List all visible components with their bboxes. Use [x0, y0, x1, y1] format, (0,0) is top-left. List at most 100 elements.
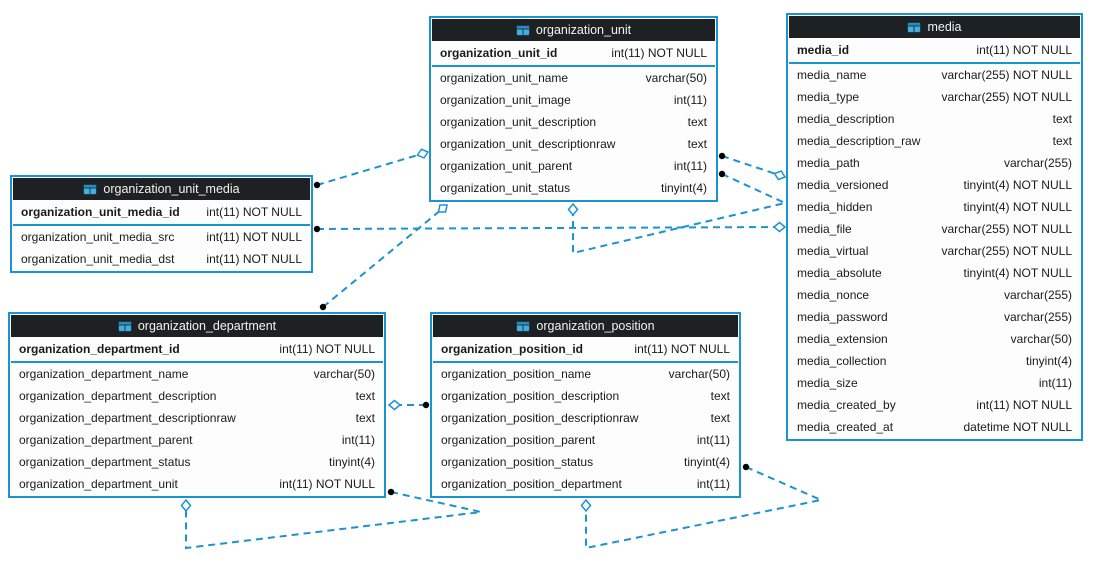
relation-diamond-endpoint	[180, 498, 192, 513]
column-row: media_type varchar(255) NOT NULL	[789, 86, 1080, 108]
rel-position-to-department[interactable]	[387, 399, 430, 411]
column-type: varchar(255)	[1003, 310, 1072, 324]
column-row: media_description_raw text	[789, 130, 1080, 152]
column-type: tinyint(4) NOT NULL	[963, 178, 1072, 192]
column-type: text	[355, 389, 375, 403]
column-name: organization_department_status	[19, 455, 191, 469]
table-header-organization_unit_media[interactable]: organization_unit_media	[13, 178, 310, 200]
relation-line[interactable]	[316, 151, 429, 186]
column-name: media_extension	[797, 332, 888, 346]
column-name: organization_position_department	[441, 477, 622, 491]
column-type: text	[710, 389, 730, 403]
table-header-organization_department[interactable]: organization_department	[11, 315, 383, 337]
relation-dot-endpoint	[319, 303, 327, 311]
relation-line[interactable]	[585, 466, 825, 550]
column-name: organization_department_description	[19, 389, 217, 403]
rel-unit-media-to-unit[interactable]	[313, 148, 430, 189]
table-organization_department[interactable]: organization_department organization_depa…	[8, 312, 386, 498]
rel-unit-self[interactable]	[567, 170, 789, 255]
column-name: organization_department_descriptionraw	[19, 411, 236, 425]
relation-dot-endpoint	[742, 463, 750, 471]
relation-dot-endpoint	[422, 401, 430, 409]
column-name: organization_unit_media_src	[21, 230, 175, 244]
rel-unit-media-to-media[interactable]	[313, 221, 787, 233]
column-name: organization_unit_description	[440, 115, 597, 129]
rel-unit-to-media[interactable]	[718, 152, 787, 181]
column-name: organization_department_name	[19, 367, 189, 381]
column-row: organization_department_name varchar(50)	[11, 363, 383, 385]
relation-dot-endpoint	[718, 170, 726, 178]
table-title: organization_position	[536, 319, 655, 333]
column-type: int(11)	[341, 433, 375, 447]
table-icon	[83, 183, 98, 195]
column-type: tinyint(4)	[683, 455, 730, 469]
rel-department-self[interactable]	[180, 488, 482, 550]
column-name: organization_unit_parent	[440, 159, 573, 173]
table-organization_unit_media[interactable]: organization_unit_media organization_unit…	[10, 175, 313, 273]
relation-dot-endpoint	[313, 181, 321, 189]
column-type: varchar(50)	[1010, 332, 1072, 346]
column-name: media_absolute	[797, 266, 882, 280]
column-name: organization_position_description	[441, 389, 620, 403]
column-name: media_description_raw	[797, 134, 921, 148]
column-name: media_id	[797, 43, 850, 57]
column-type: int(11) NOT NULL	[634, 342, 730, 356]
column-type: text	[710, 411, 730, 425]
table-header-organization_unit[interactable]: organization_unit	[432, 19, 715, 41]
table-title: organization_unit	[535, 23, 632, 37]
table-header-organization_position[interactable]: organization_position	[433, 315, 738, 337]
column-type: varchar(255) NOT NULL	[941, 222, 1073, 236]
column-name: organization_unit_image	[440, 93, 571, 107]
column-type: text	[687, 137, 707, 151]
relation-diamond-endpoint	[416, 148, 430, 159]
column-name: organization_unit_status	[440, 181, 571, 195]
relation-diamond-endpoint	[773, 170, 787, 181]
table-header-media[interactable]: media	[789, 16, 1080, 38]
rel-department-to-unit[interactable]	[319, 204, 448, 311]
table-title: organization_department	[137, 319, 277, 333]
column-type: tinyint(4) NOT NULL	[963, 200, 1072, 214]
column-type: varchar(50)	[313, 367, 375, 381]
relation-diamond-endpoint	[437, 204, 448, 213]
column-type: text	[1052, 134, 1072, 148]
column-name: organization_department_id	[19, 342, 180, 356]
column-name: media_path	[797, 156, 860, 170]
relation-line[interactable]	[316, 226, 786, 230]
table-organization_position[interactable]: organization_position organization_positi…	[430, 312, 741, 498]
relation-diamond-endpoint	[567, 202, 579, 217]
column-type: varchar(255)	[1003, 156, 1072, 170]
relation-diamond-endpoint	[772, 221, 787, 233]
column-name: media_type	[797, 90, 860, 104]
column-type: tinyint(4)	[660, 181, 707, 195]
column-type: varchar(255) NOT NULL	[941, 90, 1073, 104]
rel-position-self[interactable]	[580, 463, 825, 550]
relation-line[interactable]	[322, 204, 448, 308]
column-type: int(11) NOT NULL	[279, 477, 375, 491]
column-type: datetime NOT NULL	[963, 420, 1073, 434]
column-name: media_created_by	[797, 398, 896, 412]
relation-line[interactable]	[185, 491, 482, 550]
relation-dot-endpoint	[718, 152, 726, 160]
